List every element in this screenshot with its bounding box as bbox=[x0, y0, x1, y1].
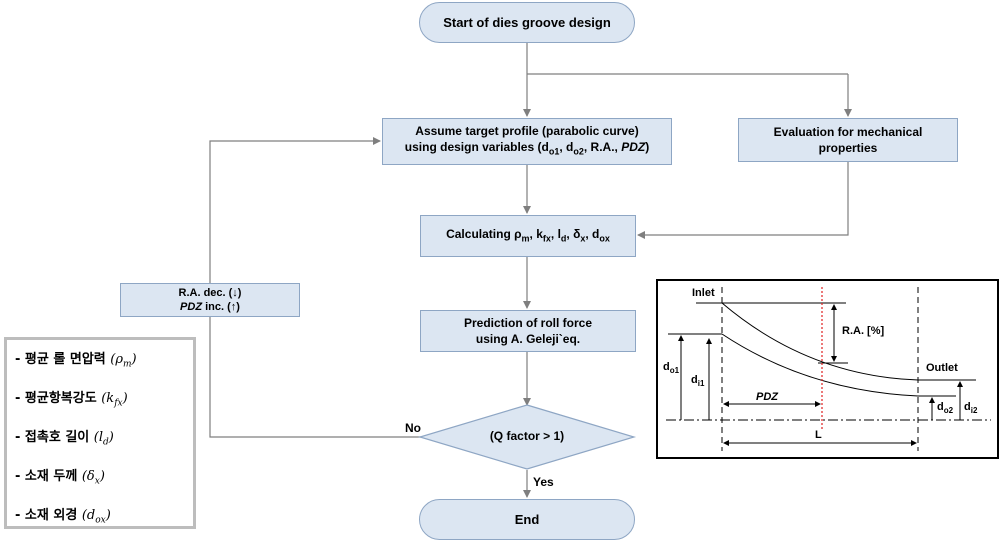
prediction-box: Prediction of roll force using A. Geleji… bbox=[420, 310, 636, 352]
decision-label: (Q factor > 1) bbox=[489, 429, 565, 443]
evaluation-line1: Evaluation for mechanical bbox=[773, 125, 923, 139]
length-label: L bbox=[815, 429, 822, 441]
variable-legend-panel: - 평균 롤 면압력 (ρm) - 평균항복강도 (kfx) - 접촉호 길이 … bbox=[4, 337, 196, 529]
groove-profile-schematic: Inlet Outlet R.A. [%] PDZ L do1 di1 do2 … bbox=[656, 279, 999, 459]
legend-item: - 평균항복강도 (kfx) bbox=[15, 391, 128, 409]
evaluation-box: Evaluation for mechanical properties bbox=[738, 118, 958, 162]
start-terminal: Start of dies groove design bbox=[419, 2, 635, 43]
inner-profile-curve bbox=[721, 333, 956, 397]
outer-profile-curve bbox=[721, 302, 976, 381]
inlet-label: Inlet bbox=[692, 287, 715, 299]
feedback-box: R.A. dec. (↓) PDZ inc. (↑) bbox=[120, 283, 300, 317]
start-label: Start of dies groove design bbox=[443, 14, 611, 30]
assume-line1: Assume target profile (parabolic curve) bbox=[415, 124, 639, 139]
legend-item: - 소재 두께 (δx) bbox=[15, 469, 105, 487]
legend-item: - 평균 롤 면압력 (ρm) bbox=[15, 352, 137, 370]
decision-diamond bbox=[417, 404, 637, 470]
calculation-label: Calculating ρm, kfx, ld, δx, dox bbox=[446, 226, 610, 244]
di1-label: di1 bbox=[691, 374, 705, 389]
no-label: No bbox=[405, 421, 421, 435]
schematic-drawing bbox=[666, 287, 991, 451]
assume-line2: using design variables (do1, do2, R.A., … bbox=[404, 140, 650, 157]
yes-label: Yes bbox=[533, 475, 554, 489]
feedback-line1: R.A. dec. (↓) bbox=[178, 287, 242, 299]
legend-item: - 접촉호 길이 (ld) bbox=[15, 430, 114, 448]
evaluation-line2: properties bbox=[818, 141, 878, 155]
di2-label: di2 bbox=[964, 401, 978, 416]
do1-label: do1 bbox=[663, 361, 680, 376]
end-terminal: End bbox=[419, 499, 635, 540]
prediction-line1: Prediction of roll force bbox=[463, 316, 592, 330]
calculation-box: Calculating ρm, kfx, ld, δx, dox bbox=[420, 215, 636, 257]
feedback-line2: PDZ inc. (↑) bbox=[180, 301, 240, 313]
legend-item: - 소재 외경 (dox) bbox=[15, 508, 111, 526]
do2-label: do2 bbox=[937, 401, 954, 416]
ra-label: R.A. [%] bbox=[842, 325, 885, 337]
arrow-eval-to-calc bbox=[637, 162, 849, 239]
prediction-line2: using A. Geleji`eq. bbox=[475, 332, 581, 346]
outlet-label: Outlet bbox=[926, 362, 958, 374]
end-label: End bbox=[514, 511, 540, 527]
assume-profile-box: Assume target profile (parabolic curve) … bbox=[382, 118, 672, 165]
pdz-label: PDZ bbox=[756, 391, 778, 403]
